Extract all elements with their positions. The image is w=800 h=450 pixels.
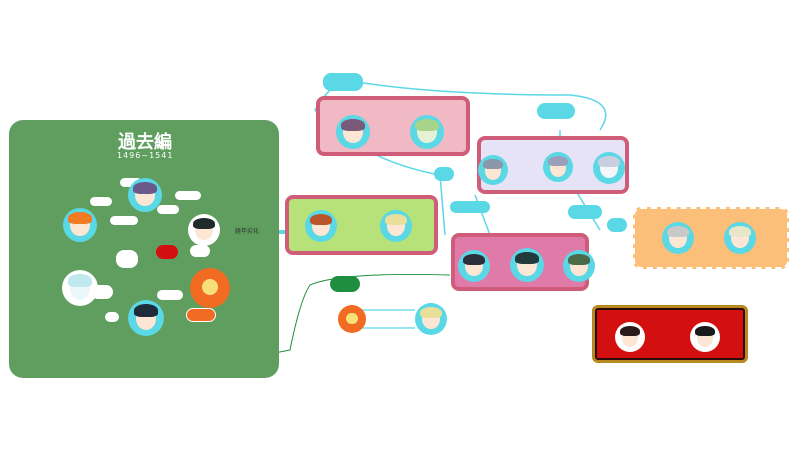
avatar-black-hair-1 bbox=[188, 214, 220, 246]
avatar-bottom-blonde bbox=[415, 303, 447, 335]
link-bubble-d bbox=[607, 218, 627, 232]
past-section-title: 過去編 bbox=[118, 132, 172, 153]
avatar-white-hair bbox=[62, 270, 98, 306]
avatar-pink-right bbox=[410, 115, 444, 149]
avatar-bottom-orange bbox=[338, 305, 366, 333]
past-bubble-6 bbox=[116, 250, 138, 268]
avatar-red-right bbox=[690, 322, 720, 352]
past-bubble-8 bbox=[105, 312, 119, 322]
avatar-pink-left bbox=[336, 115, 370, 149]
avatar-purple-hair bbox=[128, 178, 162, 212]
past-bubble-1 bbox=[90, 197, 112, 206]
avatar-lavender-1 bbox=[478, 155, 508, 185]
link-bubble-a bbox=[434, 167, 454, 181]
avatar-magenta-3 bbox=[563, 250, 595, 282]
lime-panel bbox=[285, 195, 438, 255]
orange-panel bbox=[633, 207, 789, 269]
link-bubble-c bbox=[568, 205, 602, 219]
aging-label: 経年劣化 bbox=[235, 228, 260, 235]
past-section-years: 1496~1541 bbox=[117, 151, 174, 160]
avatar-orange-node bbox=[190, 268, 230, 308]
link-bubble-b bbox=[450, 201, 490, 213]
avatar-orange-hair bbox=[63, 208, 97, 242]
past-bubble-9 bbox=[157, 290, 183, 300]
avatar-lavender-3 bbox=[593, 152, 625, 184]
past-bubble-2 bbox=[110, 216, 138, 225]
mid-link-bubble bbox=[537, 103, 575, 119]
avatar-black-hair-2 bbox=[128, 300, 164, 336]
past-bubble-10 bbox=[140, 262, 160, 276]
past-bubble-5 bbox=[157, 205, 179, 214]
avatar-orange-panel-left bbox=[662, 222, 694, 254]
past-bubble-4 bbox=[175, 191, 201, 200]
top-link-bubble bbox=[323, 73, 363, 91]
avatar-orange-panel-right bbox=[724, 222, 756, 254]
avatar-magenta-2 bbox=[510, 248, 544, 282]
avatar-magenta-1 bbox=[458, 250, 490, 282]
past-orange-label bbox=[186, 308, 216, 322]
avatar-lime-left bbox=[305, 210, 337, 242]
avatar-red-left bbox=[615, 322, 645, 352]
green-link-bubble bbox=[330, 276, 360, 292]
avatar-lime-right bbox=[380, 210, 412, 242]
past-bubble-11 bbox=[156, 245, 178, 259]
avatar-lavender-2 bbox=[543, 152, 573, 182]
past-bubble-12 bbox=[190, 245, 210, 257]
past-bubble-3 bbox=[120, 178, 142, 187]
